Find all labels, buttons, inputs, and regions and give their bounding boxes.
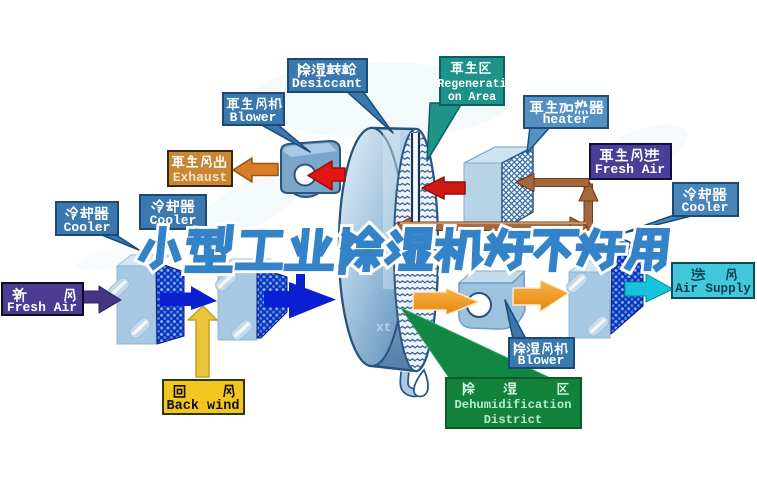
svg-text:Blower: Blower bbox=[518, 353, 565, 368]
svg-text:Back wind: Back wind bbox=[167, 399, 240, 414]
svg-text:Desiccant: Desiccant bbox=[292, 76, 362, 91]
svg-text:Regenerati: Regenerati bbox=[437, 78, 506, 91]
svg-text:Dehumidification: Dehumidification bbox=[454, 398, 571, 412]
svg-text:Fresh Air: Fresh Air bbox=[7, 300, 77, 315]
svg-text:Cooler: Cooler bbox=[682, 200, 729, 215]
svg-text:xt: xt bbox=[376, 320, 392, 335]
svg-text:Blower: Blower bbox=[230, 110, 277, 125]
svg-text:heater: heater bbox=[543, 112, 590, 127]
svg-text:Fresh Air: Fresh Air bbox=[595, 162, 665, 177]
svg-text:Exhaust: Exhaust bbox=[173, 170, 228, 185]
svg-text:Air Supply: Air Supply bbox=[675, 282, 751, 296]
svg-text:on Area: on Area bbox=[448, 91, 496, 104]
svg-text:District: District bbox=[484, 413, 543, 427]
svg-text:Cooler: Cooler bbox=[64, 220, 111, 235]
